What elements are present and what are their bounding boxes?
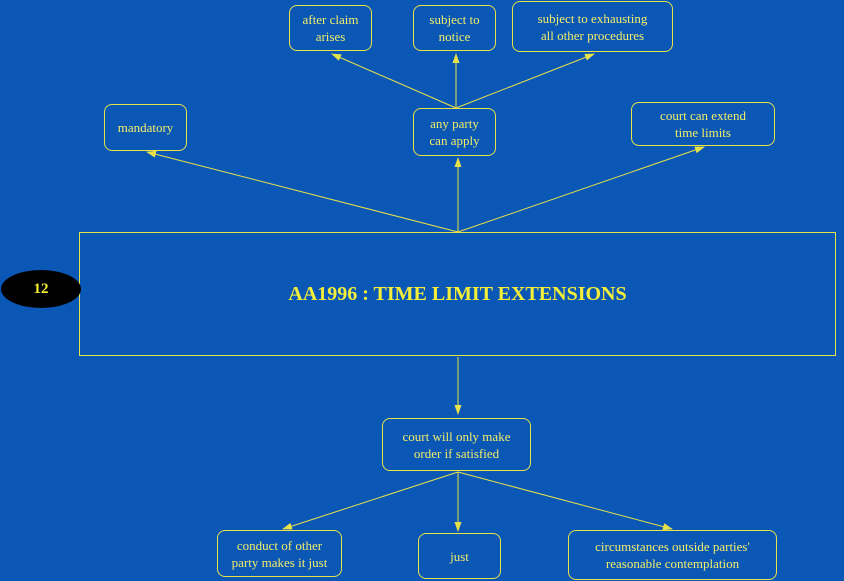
edge-court-will-to-circumstances [457,471,673,531]
central-topic-title: AA1996 : TIME LIMIT EXTENSIONS [288,282,627,305]
node-court-can-extend: court can extend time limits [631,102,775,146]
edge-any-party-to-after-claim [331,53,457,109]
central-topic-box: AA1996 : TIME LIMIT EXTENSIONS [79,232,836,356]
edge-any-party-to-exhausting [455,53,595,109]
edge-central-to-court-can-extend [457,146,705,233]
node-subject-to-notice: subject to notice [413,5,496,51]
edge-court-will-to-conduct [282,471,459,530]
page-number-badge: 12 [1,270,81,308]
node-subject-to-exhausting: subject to exhausting all other procedur… [512,1,673,52]
node-after-claim-arises: after claim arises [289,5,372,51]
node-conduct-of-other-party: conduct of other party makes it just [217,530,342,577]
node-circumstances-outside: circumstances outside parties' reasonabl… [568,530,777,580]
node-just: just [418,533,501,579]
page-number: 12 [33,280,49,297]
node-mandatory: mandatory [104,104,187,151]
edge-central-to-mandatory [146,150,459,233]
node-court-will-only-make-order: court will only make order if satisfied [382,418,531,471]
node-any-party-can-apply: any party can apply [413,108,496,156]
